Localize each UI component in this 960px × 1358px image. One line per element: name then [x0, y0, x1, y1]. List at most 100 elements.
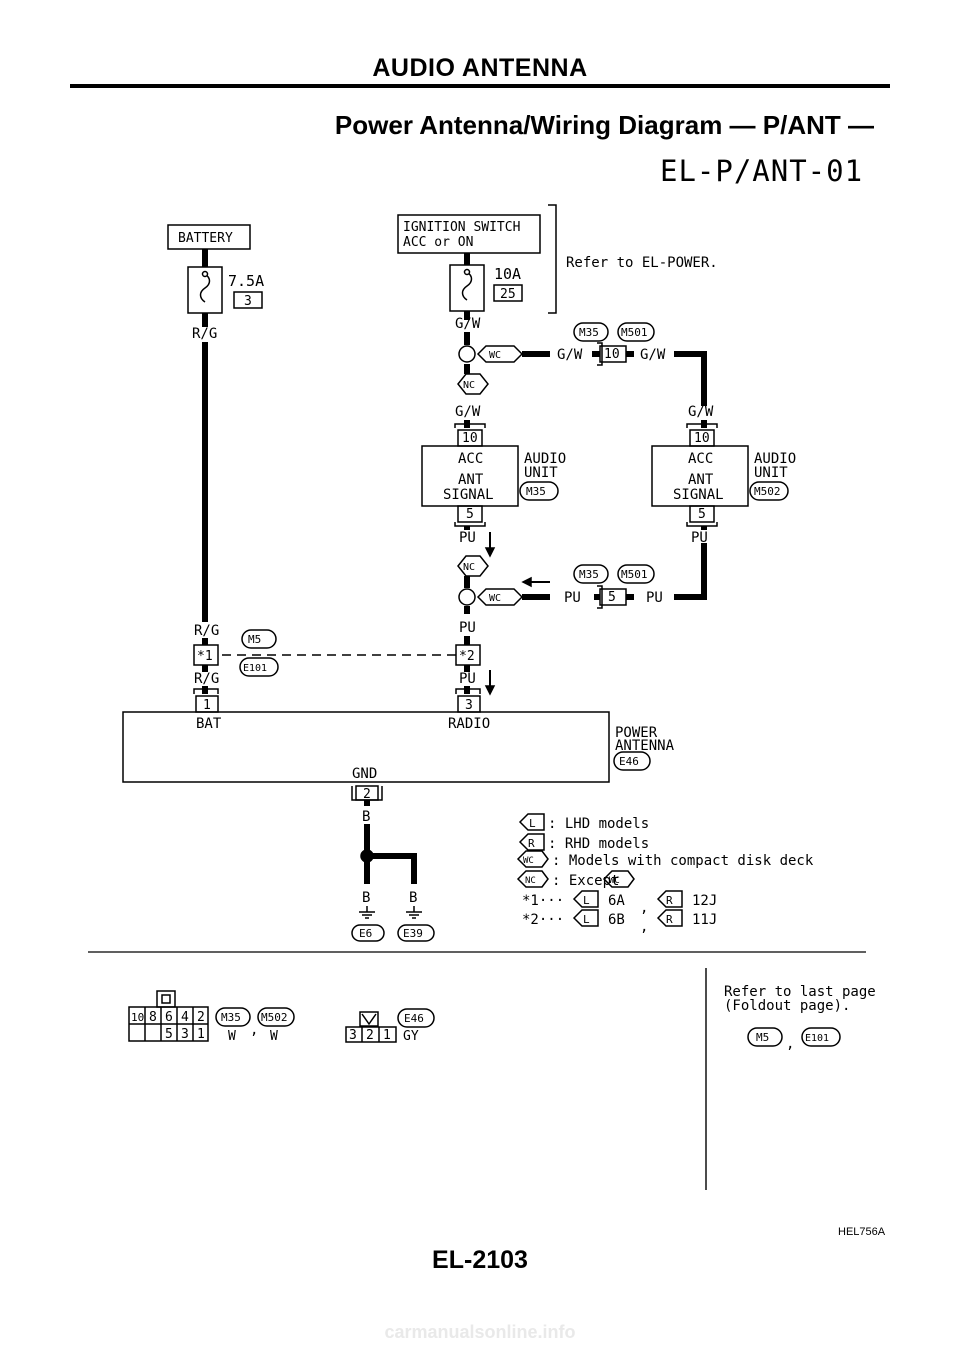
wire-gw-label: G/W: [688, 404, 714, 420]
section-title: AUDIO ANTENNA: [372, 54, 588, 82]
audio-unit-label-2: UNIT: [754, 465, 788, 481]
pin-5-label: 5: [608, 590, 616, 605]
audio-unit-label-2: UNIT: [524, 465, 558, 481]
wire-pu-label: PU: [459, 530, 476, 546]
antenna-radio-label: RADIO: [448, 716, 490, 732]
audio-ant-label: ANT: [688, 472, 714, 488]
pin-1-label: 1: [203, 698, 211, 713]
wire-b-label: B: [362, 809, 370, 825]
pin-2-label: 2: [363, 787, 371, 802]
refer-e101-label: E101: [805, 1033, 829, 1044]
audio-signal-label: SIGNAL: [673, 487, 724, 503]
legend-star2-l: 6B: [608, 912, 625, 928]
star2-label: *2: [459, 649, 475, 664]
fuse-no-3-box: [233, 291, 263, 309]
face-pin-10: 10: [131, 1011, 144, 1024]
face-pin-5: 5: [165, 1027, 173, 1042]
connector-e101-label: E101: [243, 663, 267, 674]
refer-foldout-2: (Foldout page).: [724, 998, 850, 1014]
legend-star2-r: 11J: [692, 912, 717, 928]
legend-l-tag: L: [529, 817, 536, 830]
wire-pu-label: PU: [459, 620, 476, 636]
diagram-code: EL-P/ANT-01: [660, 154, 864, 188]
legend-except-wc-tag: WC: [609, 876, 620, 886]
face-pin-2: 2: [197, 1010, 205, 1025]
refer-bracket: [548, 204, 557, 314]
face-m502-color: W: [270, 1029, 278, 1044]
pin-10-label: 10: [604, 347, 620, 362]
refer-comma: ,: [786, 1036, 794, 1052]
battery-box: [167, 224, 251, 250]
connector-m501-label: M501: [621, 568, 648, 581]
face-pin-1: 1: [197, 1027, 205, 1042]
refer-power: Refer to EL-POWER.: [566, 255, 718, 271]
audio-unit-label-1: AUDIO: [754, 451, 796, 467]
wc-tag: WC: [489, 350, 501, 361]
connector-face-m35: [128, 990, 209, 1042]
fuse-number-25: 25: [500, 287, 516, 302]
wc-tag: WC: [489, 593, 501, 604]
connector-e46-label: E46: [619, 755, 639, 768]
audio-unit-label-1: AUDIO: [524, 451, 566, 467]
pin-3-label: 3: [465, 698, 473, 713]
face-e46-pin-1: 1: [383, 1028, 391, 1043]
audio-signal-label: SIGNAL: [443, 487, 494, 503]
face-m35-label: M35: [221, 1011, 241, 1024]
ignition-label-1: IGNITION SWITCH: [403, 220, 520, 235]
wire-gw-label: G/W: [455, 316, 481, 332]
antenna-gnd-label: GND: [352, 766, 377, 782]
face-pin-3: 3: [181, 1027, 189, 1042]
connector-m501-label: M501: [621, 326, 648, 339]
face-pin-4: 4: [181, 1010, 189, 1025]
legend-star1-l-tag: L: [583, 894, 590, 907]
legend-nc: : Except: [552, 873, 619, 889]
legend-r-tag: R: [528, 837, 535, 850]
pin-10-label: 10: [694, 431, 710, 446]
page-number: EL-2103: [432, 1246, 528, 1274]
connector-m35-label: M35: [579, 568, 599, 581]
face-e46-pin-3: 3: [349, 1028, 357, 1043]
legend-wc-tag: WC: [523, 856, 534, 866]
wire-gw-label: G/W: [557, 347, 583, 363]
wire-rg-label: R/G: [192, 326, 217, 342]
fuse-number-3: 3: [244, 294, 252, 309]
fuse-rating-7-5a: 7.5A: [228, 272, 264, 290]
legend-star2-l-tag: L: [583, 913, 590, 926]
legend-comma: ,: [640, 919, 648, 935]
legend-star1-r-tag: R: [666, 894, 673, 907]
pin-10-label: 10: [462, 431, 478, 446]
wire-gw-label: G/W: [455, 404, 481, 420]
power-antenna-label-1: POWER: [615, 725, 658, 741]
audio-acc-label: ACC: [688, 451, 713, 467]
figure-code: HEL756A: [838, 1226, 886, 1238]
battery-label: BATTERY: [178, 231, 233, 246]
watermark: carmanualsonline.info: [384, 1322, 576, 1342]
face-m502-label: M502: [261, 1011, 288, 1024]
face-pin-6: 6: [165, 1010, 173, 1025]
face-m35-color: W: [228, 1029, 236, 1044]
connector-m502-label: M502: [754, 485, 781, 498]
ground-e6-label: E6: [359, 927, 372, 940]
wire-pu-label: PU: [564, 590, 581, 606]
nc-tag: NC: [463, 380, 475, 391]
refer-m5-label: M5: [756, 1031, 769, 1044]
legend-rhd: : RHD models: [548, 836, 649, 852]
connector-face-e46: [345, 1011, 397, 1043]
face-e46-label: E46: [404, 1012, 424, 1025]
legend-star1-prefix: *1···: [522, 893, 564, 909]
legend-star2-prefix: *2···: [522, 912, 564, 928]
star1-label: *1: [197, 649, 213, 664]
connector-m5-label: M5: [248, 633, 261, 646]
legend-star2-r-tag: R: [666, 913, 673, 926]
face-pin-8: 8: [149, 1010, 157, 1025]
legend-star1-l: 6A: [608, 893, 625, 909]
wire-pu-label: PU: [459, 671, 476, 687]
legend-nc-tag: NC: [525, 876, 536, 886]
legend-star1-r: 12J: [692, 893, 717, 909]
wire-pu-label: PU: [691, 530, 708, 546]
wire-rg-label: R/G: [194, 671, 219, 687]
nc-tag: NC: [463, 562, 475, 573]
legend-lhd: : LHD models: [548, 816, 649, 832]
pin-5-label: 5: [466, 507, 474, 522]
